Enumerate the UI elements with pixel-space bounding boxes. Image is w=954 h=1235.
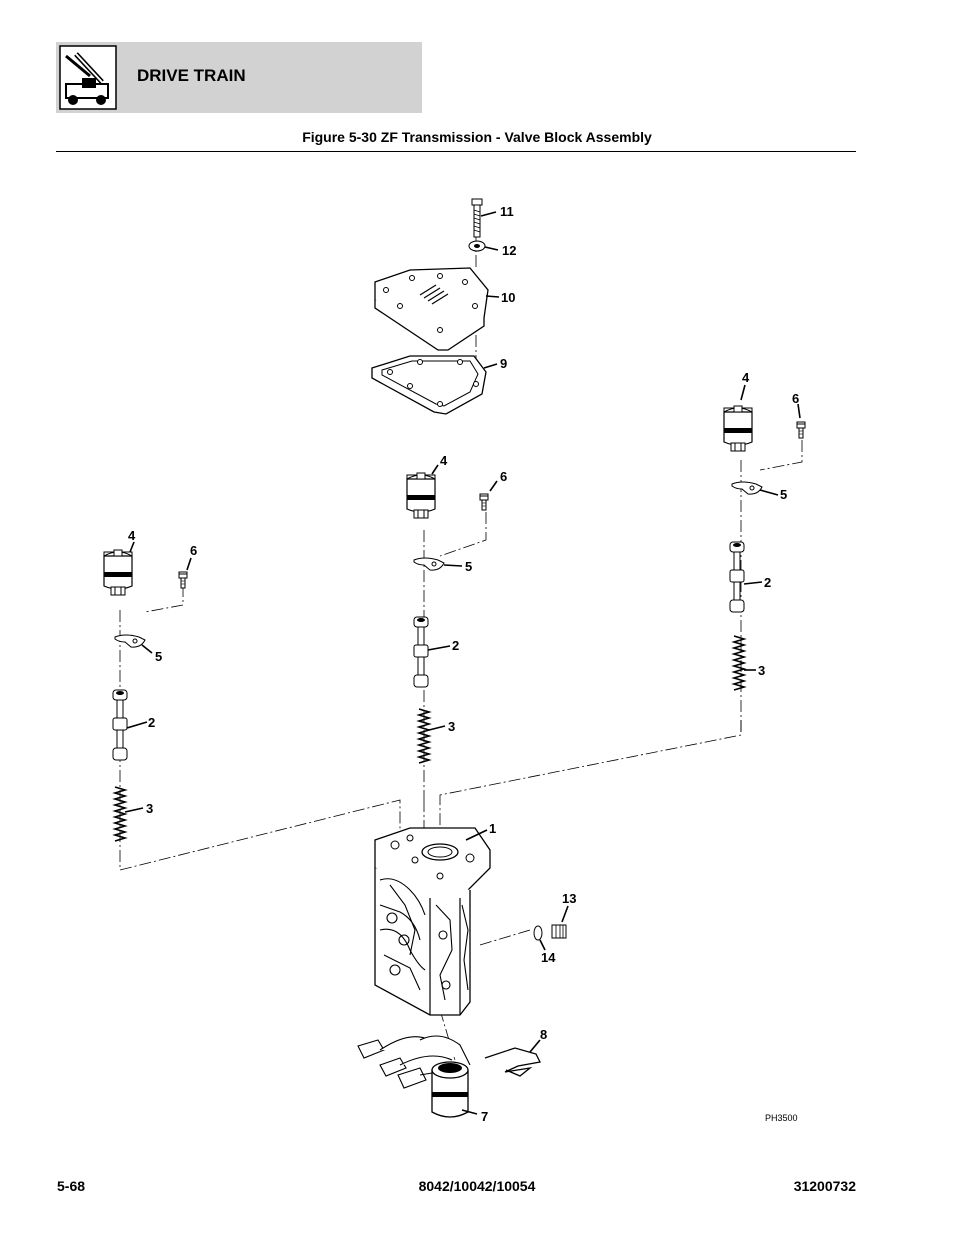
callout-4-mid: 4 — [440, 453, 448, 468]
header-rule — [56, 151, 856, 152]
callout-4-right: 4 — [742, 370, 750, 385]
callout-9: 9 — [500, 356, 507, 371]
callout-5-left: 5 — [155, 649, 162, 664]
manual-number: 31200732 — [793, 1178, 856, 1194]
callout-1: 1 — [489, 821, 496, 836]
telehandler-icon — [56, 42, 118, 113]
callout-13: 13 — [562, 891, 576, 906]
image-code: PH3500 — [765, 1113, 798, 1123]
callout-10: 10 — [501, 290, 515, 305]
callout-7: 7 — [481, 1109, 488, 1124]
callout-5-right: 5 — [780, 487, 787, 502]
callout-11: 11 — [500, 204, 514, 219]
page-number: 5-68 — [57, 1178, 86, 1194]
callout-2-right: 2 — [764, 575, 771, 590]
callout-6-mid: 6 — [500, 469, 507, 484]
callout-6-left: 6 — [190, 543, 197, 558]
callout-6-right: 6 — [792, 391, 799, 406]
callout-3-mid: 3 — [448, 719, 455, 734]
callout-3-left: 3 — [146, 801, 153, 816]
callout-5-mid: 5 — [465, 559, 472, 574]
section-title: DRIVE TRAIN — [137, 66, 246, 85]
figure-title: Figure 5-30 ZF Transmission - Valve Bloc… — [302, 129, 652, 145]
model-numbers: 8042/10042/10054 — [418, 1178, 536, 1194]
callout-4-left: 4 — [128, 528, 136, 543]
callout-8: 8 — [540, 1027, 547, 1042]
callout-2-mid: 2 — [452, 638, 459, 653]
callout-12: 12 — [502, 243, 516, 258]
callout-2-left: 2 — [148, 715, 155, 730]
callout-3-right: 3 — [758, 663, 765, 678]
header-box: DRIVE TRAIN — [56, 42, 422, 113]
callout-14: 14 — [541, 950, 556, 965]
